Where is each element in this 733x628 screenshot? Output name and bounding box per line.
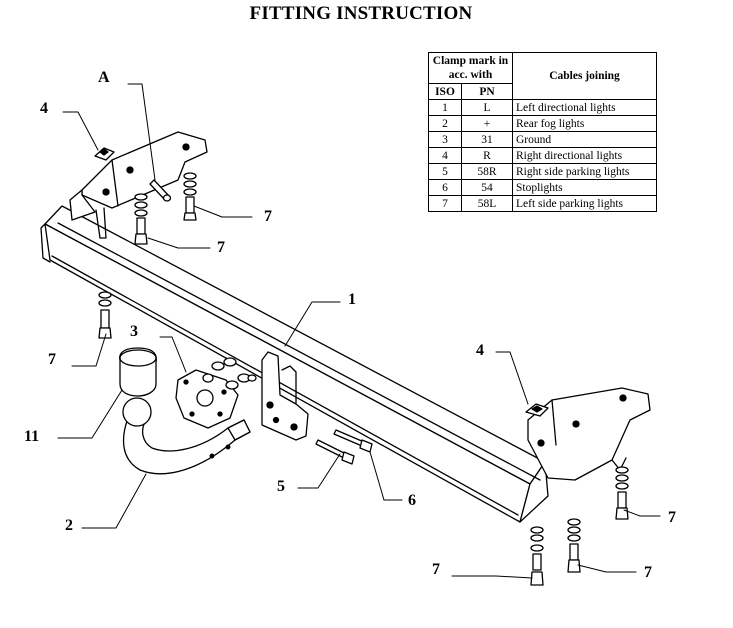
crossbar (40, 205, 549, 523)
label-7-upper-2: 7 (217, 239, 225, 256)
left-bolt-stack-middle (134, 193, 148, 245)
label-4-right: 4 (476, 342, 484, 359)
socket-plate (175, 357, 257, 429)
description-cell: Right side parking lights (512, 163, 657, 180)
right-bracket (525, 387, 651, 481)
left-bracket (69, 131, 208, 239)
right-bolt-stack-inner (530, 526, 544, 586)
clamp-mark-header: Clamp mark in acc. with (428, 52, 513, 84)
ball-cover (119, 347, 157, 397)
page-title: FITTING INSTRUCTION (249, 3, 473, 24)
description-cell: Left side parking lights (512, 195, 657, 212)
left-bolt-stack-upper (183, 172, 197, 221)
label-2: 2 (65, 517, 73, 534)
pn-cell: 58R (461, 163, 513, 180)
table-row: 2+Rear fog lights (428, 115, 657, 132)
label-3: 3 (130, 323, 138, 340)
ball-neck (122, 397, 251, 475)
bolt-5 (315, 439, 355, 465)
label-a: A (98, 69, 110, 86)
label-7-upper-1: 7 (264, 208, 272, 225)
label-6: 6 (408, 492, 416, 509)
pn-header: PN (461, 83, 513, 100)
label-7-left: 7 (48, 351, 56, 368)
label-11: 11 (24, 428, 40, 445)
label-7-right-upper: 7 (668, 509, 676, 526)
label-7-bottom-right: 7 (644, 564, 652, 581)
leader-lines (57, 83, 661, 579)
label-1: 1 (348, 291, 356, 308)
center-mounting-plates (261, 351, 309, 441)
left-bolt-stack-lower (98, 291, 112, 339)
label-4-left: 4 (40, 100, 48, 117)
part-a-rod (149, 179, 172, 202)
label-7-bottom-left: 7 (432, 561, 440, 578)
right-bolt-stack-middle (567, 518, 581, 573)
cable-joining-table: Clamp mark in acc. with Cables joining I… (428, 52, 657, 212)
label-5: 5 (277, 478, 285, 495)
